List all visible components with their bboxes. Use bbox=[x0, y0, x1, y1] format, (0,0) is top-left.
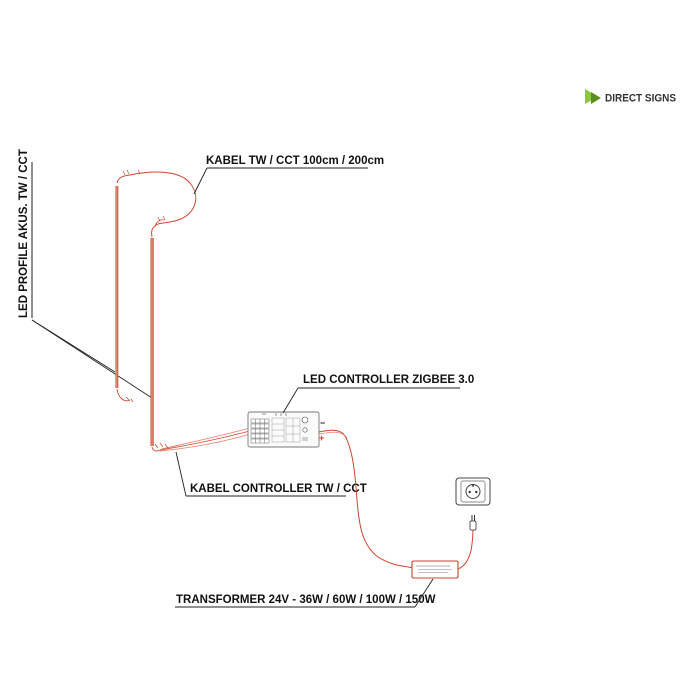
cable-tw-cct bbox=[116, 169, 197, 238]
controller-plus: + bbox=[319, 433, 324, 443]
plug-icon bbox=[469, 515, 477, 531]
label-transformer: TRANSFORMER 24V - 36W / 60W / 100W / 150… bbox=[176, 594, 436, 606]
cable-controller bbox=[151, 427, 251, 452]
controller-minus: − bbox=[320, 418, 325, 428]
logo-icon bbox=[585, 89, 601, 104]
led-profile-short bbox=[115, 186, 119, 388]
cable-mains bbox=[457, 528, 474, 570]
controller-label-grid bbox=[271, 417, 301, 443]
brand-name: DIRECT SIGNS bbox=[605, 93, 676, 105]
controller-icons bbox=[301, 416, 309, 441]
cable-label-leader bbox=[193, 167, 208, 195]
brand-logo: DIRECT SIGNS bbox=[585, 89, 676, 105]
controller-cable-leader bbox=[175, 451, 187, 497]
cable-profile-short-bottom bbox=[116, 388, 134, 403]
label-cable: KABEL TW / CCT 100cm / 200cm bbox=[206, 155, 384, 167]
led-profile-leader-2 bbox=[31, 319, 153, 399]
led-profile-long bbox=[150, 238, 154, 446]
transformer bbox=[411, 560, 459, 579]
led-controller: − + bbox=[247, 411, 325, 448]
controller-terminals bbox=[250, 418, 270, 444]
label-controller: LED CONTROLLER ZIGBEE 3.0 bbox=[303, 374, 474, 386]
cable-power bbox=[318, 429, 415, 569]
transformer-label-leader bbox=[414, 578, 434, 608]
label-controller-cable: KABEL CONTROLLER TW / CCT bbox=[190, 483, 367, 495]
controller-label-leader bbox=[282, 387, 299, 414]
label-led-profile: LED PROFILE AKUS. TW / CCT bbox=[18, 149, 30, 318]
wall-socket-icon bbox=[455, 477, 491, 506]
controller-top-markings bbox=[262, 413, 287, 416]
